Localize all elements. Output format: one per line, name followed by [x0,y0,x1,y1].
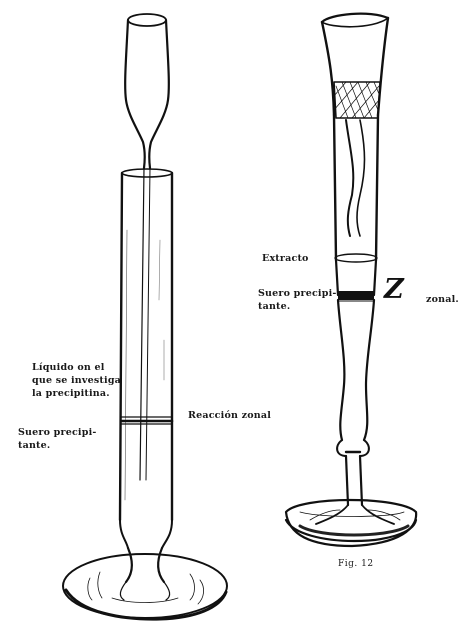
label-serum-left-line-1: Suero precipi- [18,426,97,439]
label-extract: Extracto [262,252,309,265]
label-liquid-tested: Líquido on el que se investiga la precip… [32,361,121,400]
label-liquid-line-1: Líquido on el [32,361,121,374]
label-serum-right-line-1: Suero precipi- [258,287,337,300]
figure-caption: Fig. 12 [338,559,374,569]
label-liquid-line-2: que se investiga [32,374,121,387]
label-serum-right-line-2: tante. [258,300,337,313]
right-inner-tube [334,115,378,301]
label-serum-left: Suero precipi- tante. [18,426,97,452]
left-stand-base [63,554,227,619]
right-stand-base [286,500,416,546]
label-liquid-line-3: la precipitina. [32,387,121,400]
right-narrowing-stem [316,300,394,524]
label-serum-left-line-2: tante. [18,439,97,452]
left-test-tube [120,169,172,582]
label-serum-right: Suero precipi- tante. [258,287,337,313]
zone-mark: Z [384,274,404,305]
label-zonal-reaction: Reacción zonal [188,409,271,422]
right-plug-hatched [334,82,380,118]
left-pipette [125,14,169,480]
label-zonal: zonal. [426,293,459,306]
